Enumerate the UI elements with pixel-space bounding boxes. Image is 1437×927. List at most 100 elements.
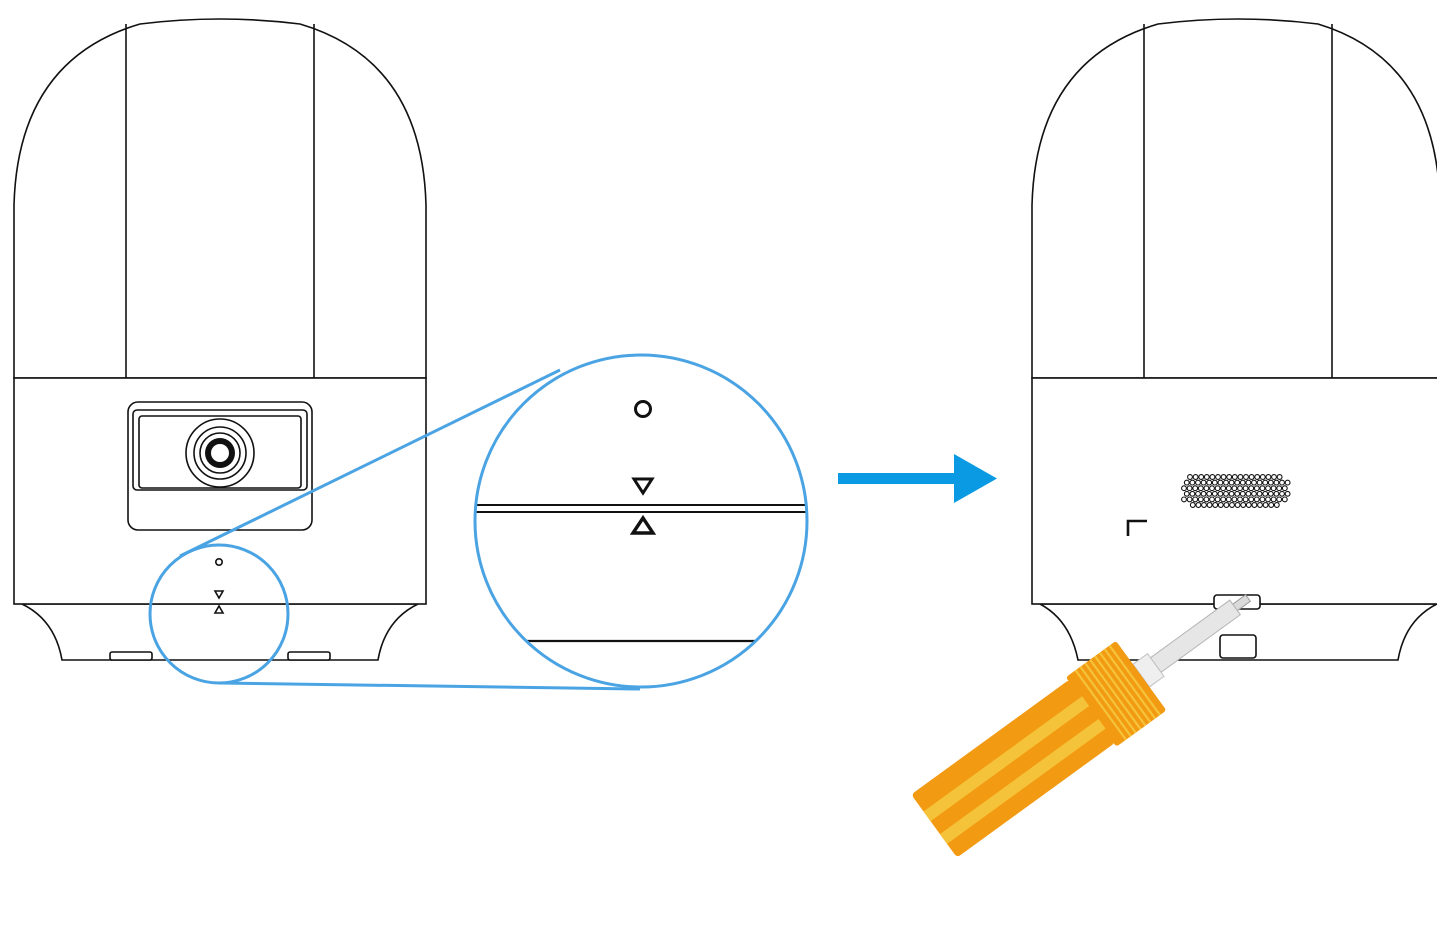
grille-hole <box>1265 474 1272 480</box>
grille-hole <box>1273 502 1280 508</box>
collar-ridge <box>1079 666 1132 737</box>
grille-hole <box>1254 474 1261 480</box>
grille-hole <box>1201 502 1207 508</box>
corner-marker <box>1126 519 1147 536</box>
grille-hole <box>1270 485 1277 492</box>
grille-hole <box>1197 485 1204 492</box>
grille-hole <box>1273 490 1280 497</box>
grille-hole <box>1253 496 1260 503</box>
grille-hole <box>1192 496 1199 503</box>
grille-hole <box>1245 502 1252 508</box>
grille-hole <box>1186 485 1193 492</box>
grille-hole <box>1256 490 1263 497</box>
grille-hole <box>1181 496 1187 503</box>
grille-hole <box>1220 496 1227 503</box>
grille-hole <box>1243 474 1249 480</box>
front-camera <box>13 18 427 661</box>
grille-hole <box>1234 490 1241 497</box>
grille-hole <box>1234 502 1241 508</box>
grille-hole <box>1271 474 1277 480</box>
speaker-grille <box>1181 474 1291 508</box>
grille-hole <box>1231 485 1238 492</box>
grille-hole <box>1267 490 1274 497</box>
up-triangle-marker <box>629 514 657 535</box>
grille-hole <box>1229 502 1235 508</box>
camera-lens-icon <box>185 418 255 488</box>
grille-hole <box>1256 479 1263 486</box>
grille-hole <box>1187 474 1193 480</box>
grille-hole <box>1259 474 1266 480</box>
circle-marker-small <box>215 557 224 566</box>
grille-hole <box>1183 479 1190 486</box>
grille-hole <box>1212 502 1219 508</box>
grille-hole <box>1189 502 1196 508</box>
grille-hole <box>1237 496 1243 503</box>
grille-hole <box>1265 496 1271 503</box>
grille-hole <box>1197 496 1204 503</box>
grille-hole <box>1265 485 1271 492</box>
grille-hole <box>1251 479 1257 486</box>
grille-hole <box>1186 496 1193 503</box>
collar-ridge <box>1084 662 1137 734</box>
collar-ridge <box>1089 658 1142 730</box>
grille-hole <box>1209 485 1215 492</box>
zoom-callout <box>148 353 809 691</box>
grille-hole <box>1206 490 1213 497</box>
front-base-foot-right <box>287 651 331 661</box>
grille-hole <box>1189 479 1196 486</box>
callout-ray-top <box>179 368 561 558</box>
grille-hole <box>1215 474 1221 480</box>
grille-hole <box>1276 485 1283 492</box>
callout-zoom-circle <box>473 353 809 689</box>
grille-hole <box>1225 496 1232 503</box>
rear-camera-dome <box>1031 18 1437 379</box>
grille-hole <box>1225 485 1232 492</box>
grille-hole <box>1203 496 1210 503</box>
grille-hole <box>1220 474 1227 480</box>
grille-hole <box>1237 485 1243 492</box>
grille-hole <box>1200 490 1207 497</box>
grille-hole <box>1223 502 1230 508</box>
grille-hole <box>1198 474 1205 480</box>
screwdriver-handle <box>912 680 1115 857</box>
grille-hole <box>1267 479 1274 486</box>
grille-hole <box>1228 479 1235 486</box>
grille-hole <box>1192 485 1199 492</box>
grille-hole <box>1181 485 1187 492</box>
grille-hole <box>1276 496 1283 503</box>
up-triangle-marker-small <box>213 604 225 614</box>
grille-hole <box>1257 502 1263 508</box>
grille-hole <box>1273 479 1280 486</box>
grille-hole <box>1195 490 1201 497</box>
grille-hole <box>1231 474 1238 480</box>
rear-camera-base <box>1039 603 1437 661</box>
grille-hole <box>1253 485 1260 492</box>
grille-hole <box>1279 479 1285 486</box>
lens-module <box>127 401 313 531</box>
collar-ridge <box>1103 648 1157 720</box>
grille-hole <box>1248 496 1255 503</box>
grille-hole <box>1284 479 1291 486</box>
grille-hole <box>1217 490 1224 497</box>
circle-marker <box>634 400 652 418</box>
grille-hole <box>1251 502 1258 508</box>
grille-hole <box>1262 490 1269 497</box>
grille-hole <box>1262 502 1269 508</box>
grille-hole <box>1245 479 1252 486</box>
grille-hole <box>1239 490 1246 497</box>
grille-hole <box>1211 490 1218 497</box>
collar-ridge <box>1108 644 1161 716</box>
screwdriver-icon <box>912 594 1252 857</box>
collar-ridge <box>1094 655 1147 727</box>
grille-hole <box>1259 496 1266 503</box>
grille-hole <box>1242 496 1249 503</box>
grille-hole <box>1209 496 1215 503</box>
grille-hole <box>1214 485 1221 492</box>
rear-camera <box>1031 18 1437 661</box>
grille-hole <box>1276 474 1283 480</box>
grille-hole <box>1242 485 1249 492</box>
grille-hole <box>1192 474 1199 480</box>
grille-hole <box>1281 496 1288 503</box>
grille-hole <box>1228 490 1235 497</box>
